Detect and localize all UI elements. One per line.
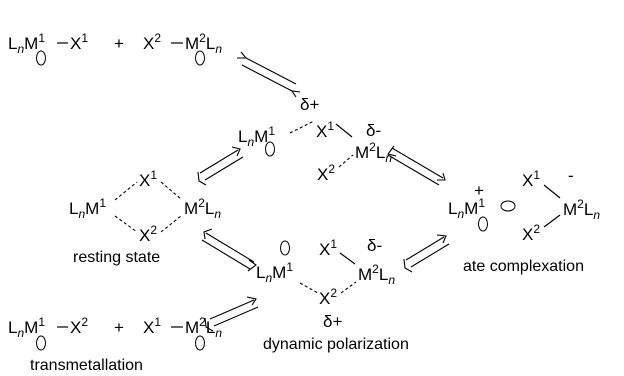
lone-pair-orbital <box>195 50 205 66</box>
svg-text:X1: X1 <box>522 168 540 190</box>
equilibrium-arrows-upper-left <box>197 146 244 186</box>
svg-text:X2: X2 <box>522 222 540 244</box>
svg-text:X2: X2 <box>70 315 88 337</box>
resting-state-label: resting state <box>73 249 160 266</box>
ate-complexation-label: ate complexation <box>463 258 584 275</box>
lone-pair-orbital <box>265 141 275 157</box>
plus-sign: + <box>114 34 124 53</box>
svg-text:X1: X1 <box>319 237 337 259</box>
plus-sign: + <box>114 318 124 337</box>
equilibrium-arrows-lower-left <box>201 228 257 272</box>
equilibrium-arrows-top <box>237 51 301 98</box>
svg-text:M2Ln: M2Ln <box>355 140 392 165</box>
lone-pair-orbital <box>195 335 205 351</box>
lone-pair-orbital <box>280 240 290 256</box>
equilibrium-arrows-lower-right <box>403 234 450 273</box>
svg-text:LnM1: LnM1 <box>238 124 275 149</box>
svg-text:M2Ln: M2Ln <box>184 196 221 221</box>
top-reactants: LnM1 X1 + X2 M2Ln <box>8 31 222 66</box>
svg-text:X2: X2 <box>319 286 337 308</box>
svg-text:LnM1: LnM1 <box>69 196 106 221</box>
lone-pair-orbital <box>500 200 516 212</box>
svg-text:X2: X2 <box>317 162 335 184</box>
svg-text:M2Ln: M2Ln <box>563 197 600 222</box>
delta-plus-top: δ+ <box>300 95 319 114</box>
resting-state-structure: X1 LnM1 M2Ln X2 resting state <box>69 168 221 266</box>
lower-intermediate: X1 δ- LnM1 M2Ln X2 δ+ dynamic polarizati… <box>256 236 409 353</box>
upper-intermediate: δ+ X1 δ- LnM1 M2Ln X2 <box>238 95 392 184</box>
svg-text:LnM1: LnM1 <box>256 260 293 285</box>
svg-text:M2Ln: M2Ln <box>185 315 222 340</box>
transmetallation-label: transmetallation <box>30 357 143 374</box>
lone-pair-orbital <box>478 216 488 232</box>
lone-pair-orbital <box>36 50 46 66</box>
bottom-product-2: X1 <box>143 315 161 337</box>
bottom-products: LnM1 X2 + X1 M2Ln transmetallation <box>8 315 222 374</box>
bottom-product-1: LnM1 <box>8 315 45 340</box>
top-reactant-1: LnM1 <box>8 31 45 56</box>
delta-minus-bottom: δ- <box>367 236 382 255</box>
svg-text:X2: X2 <box>139 223 157 245</box>
ate-complex-structure: LnM1 + X1 - M2Ln X2 ate complexation <box>448 166 600 275</box>
svg-text:LnM1: LnM1 <box>448 196 485 221</box>
svg-text:X1: X1 <box>70 31 88 53</box>
lone-pair-orbital <box>36 335 46 351</box>
delta-minus-top: δ- <box>366 121 381 140</box>
delta-plus-bottom: δ+ <box>323 312 342 331</box>
svg-text:M2Ln: M2Ln <box>358 262 395 287</box>
top-reactant-2: X2 <box>143 31 161 53</box>
svg-text:M2Ln: M2Ln <box>185 31 222 56</box>
anion-charge: - <box>568 166 574 185</box>
equilibrium-arrows-bottom <box>204 296 259 332</box>
cation-charge: + <box>474 181 484 200</box>
equilibrium-arrows-upper-right <box>387 145 446 186</box>
svg-text:X1: X1 <box>139 168 157 190</box>
svg-text:X1: X1 <box>316 119 334 141</box>
dynamic-polarization-label: dynamic polarization <box>263 336 409 353</box>
